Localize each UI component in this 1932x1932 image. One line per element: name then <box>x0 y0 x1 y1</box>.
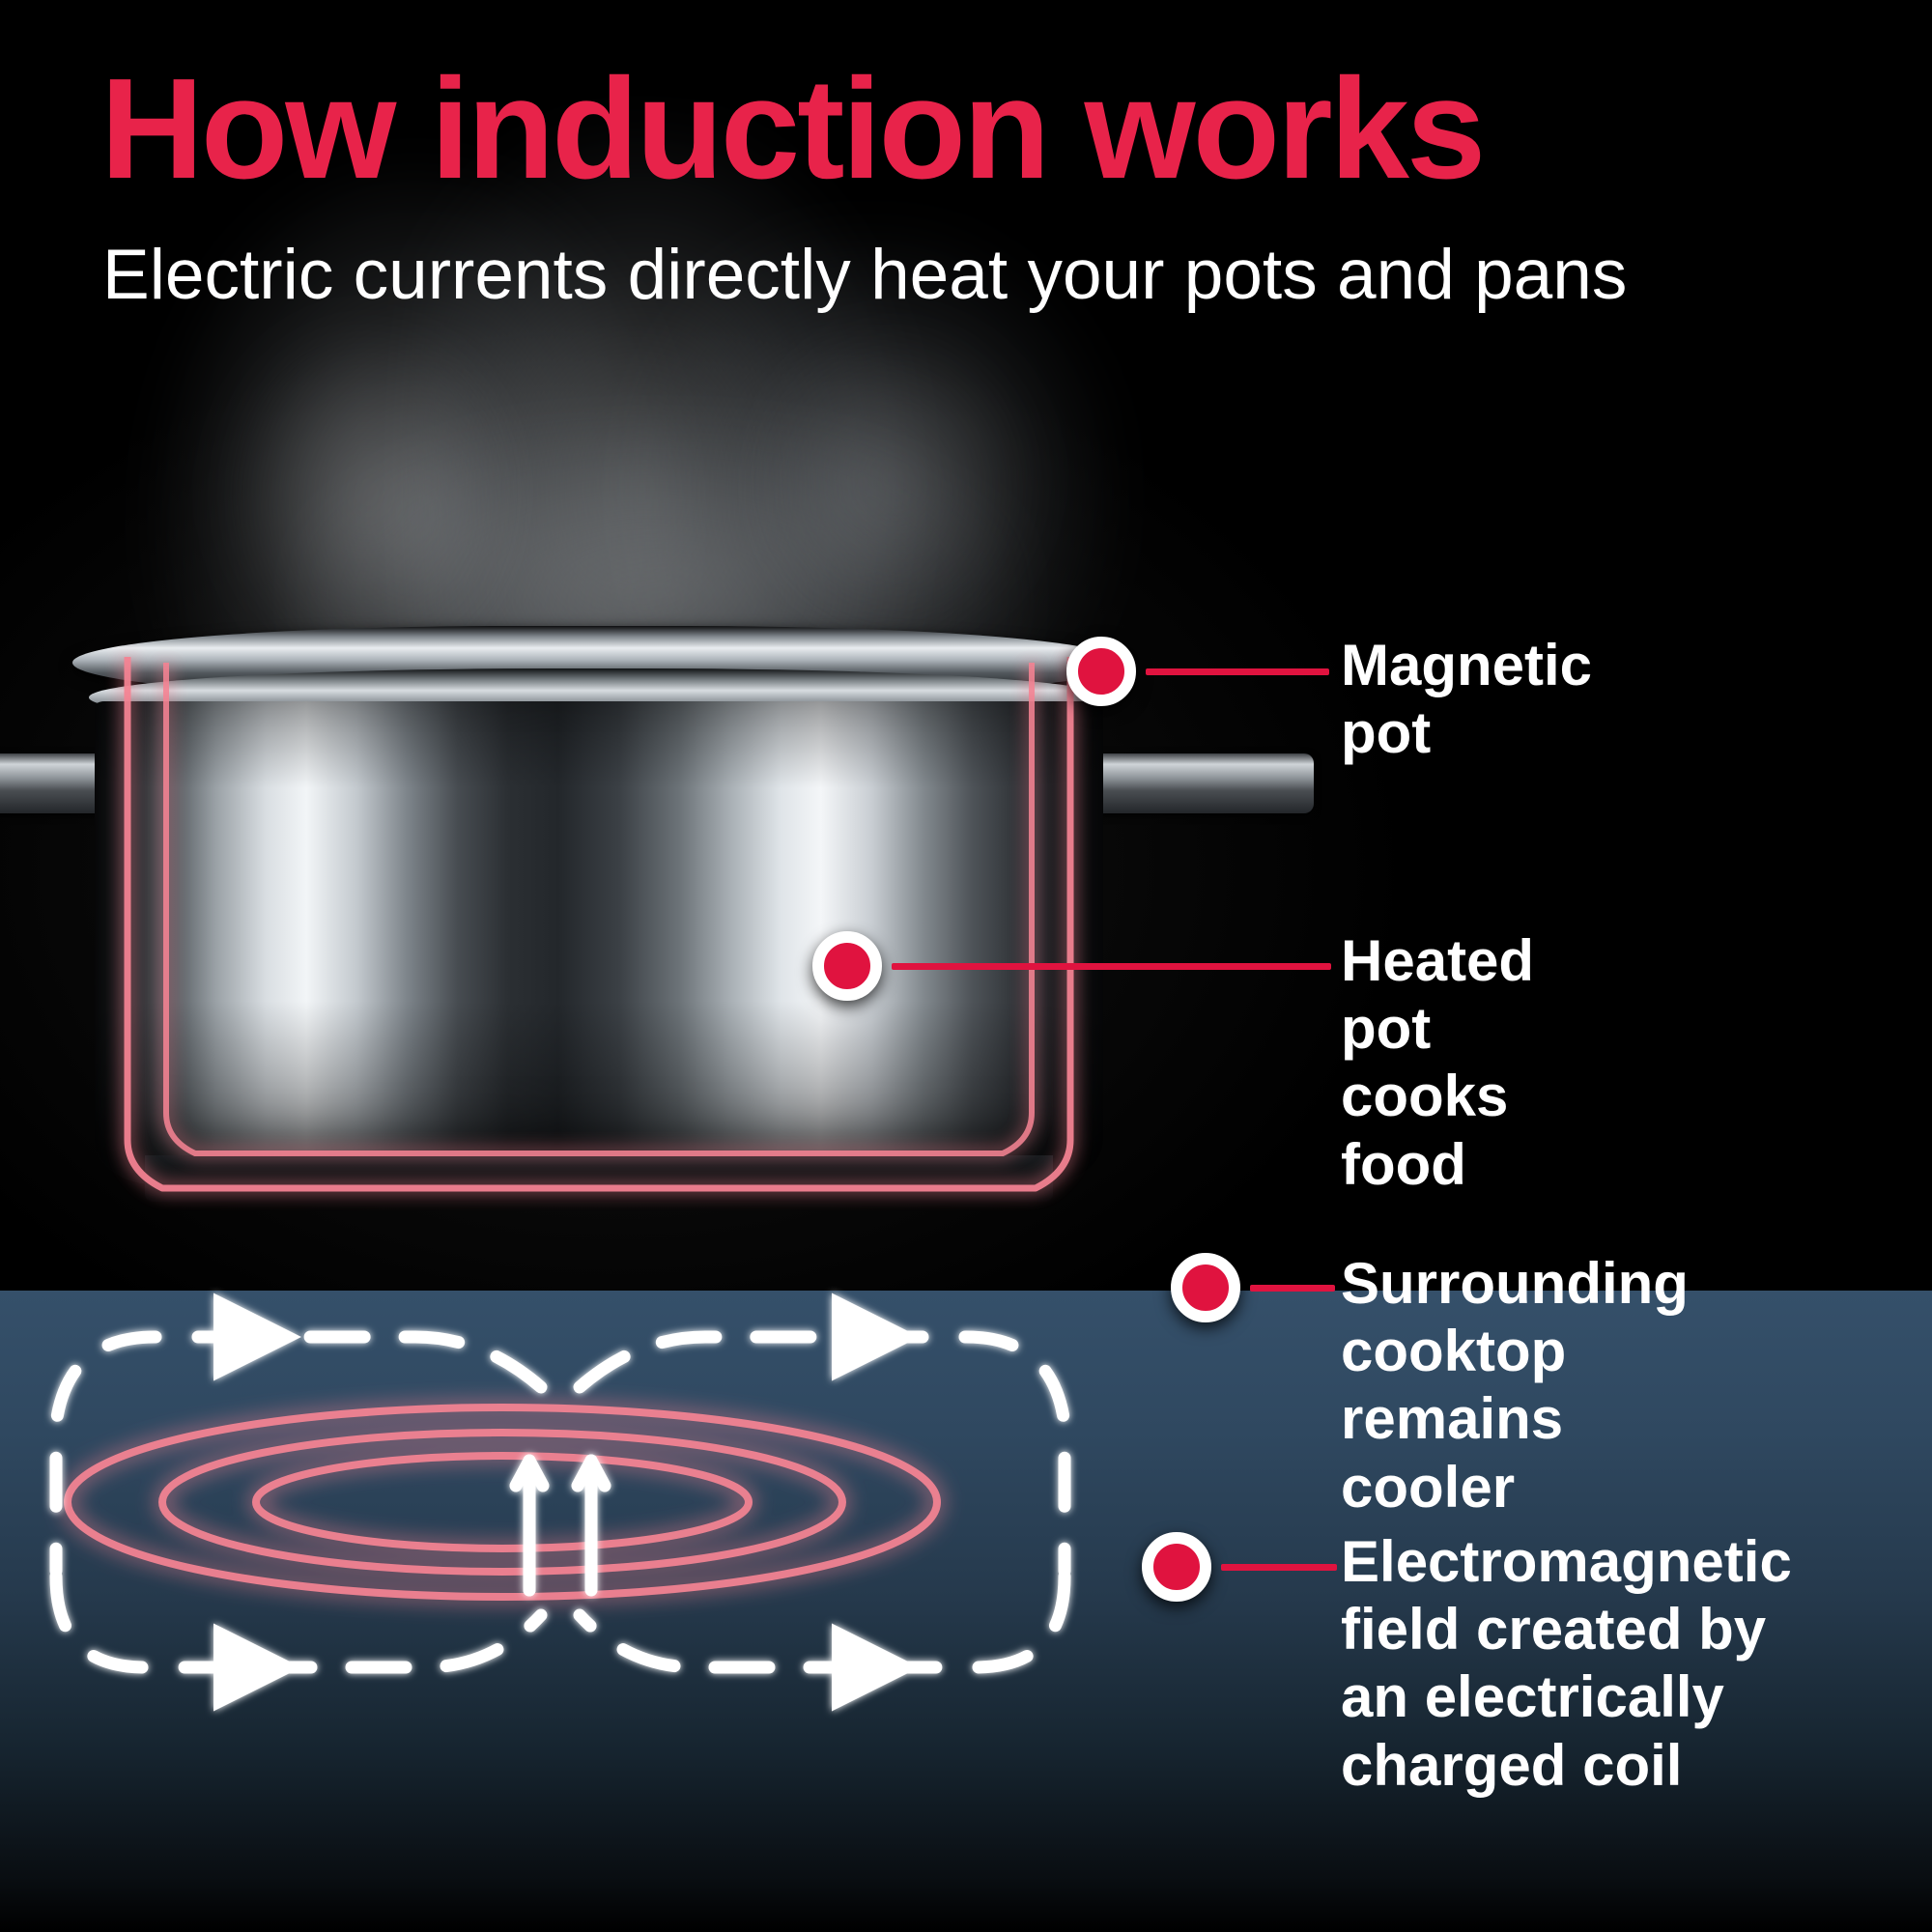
steam-plume <box>753 319 1043 638</box>
electromagnetic-field-diagram <box>49 1293 1071 1712</box>
callout-leader-line <box>892 963 1331 970</box>
callout-label-electromagnetic-field: Electromagnetic field created by an elec… <box>1341 1529 1792 1798</box>
field-line-loop-right <box>573 1293 1071 1712</box>
callout-dot-magnetic-pot[interactable] <box>1066 637 1136 706</box>
callout-dot-surrounding-cooktop[interactable] <box>1171 1253 1240 1322</box>
callout-dot-heated-pot[interactable] <box>812 931 882 1001</box>
callout-label-surrounding-cooktop: Surrounding cooktop remains cooler <box>1341 1251 1689 1520</box>
field-line-loop-left <box>49 1293 548 1712</box>
coil-rings <box>64 1404 941 1601</box>
callout-leader-line <box>1221 1564 1337 1571</box>
callout-dot-electromagnetic-field[interactable] <box>1142 1532 1211 1602</box>
pot-heat-glow-outline <box>124 657 1074 1198</box>
callout-leader-line <box>1250 1285 1335 1292</box>
steam-plume <box>222 319 512 667</box>
callout-label-magnetic-pot: Magnetic pot <box>1341 633 1593 766</box>
page-subtitle: Electric currents directly heat your pot… <box>102 236 1628 314</box>
callout-label-heated-pot: Heated pot cooks food <box>1341 928 1535 1197</box>
field-arrows-through-coil <box>509 1454 611 1597</box>
callout-leader-line <box>1146 668 1329 675</box>
induction-cooktop-surface <box>0 1291 1932 1932</box>
page-title: How induction works <box>100 49 1486 209</box>
pot-body-shading <box>95 701 1103 1184</box>
